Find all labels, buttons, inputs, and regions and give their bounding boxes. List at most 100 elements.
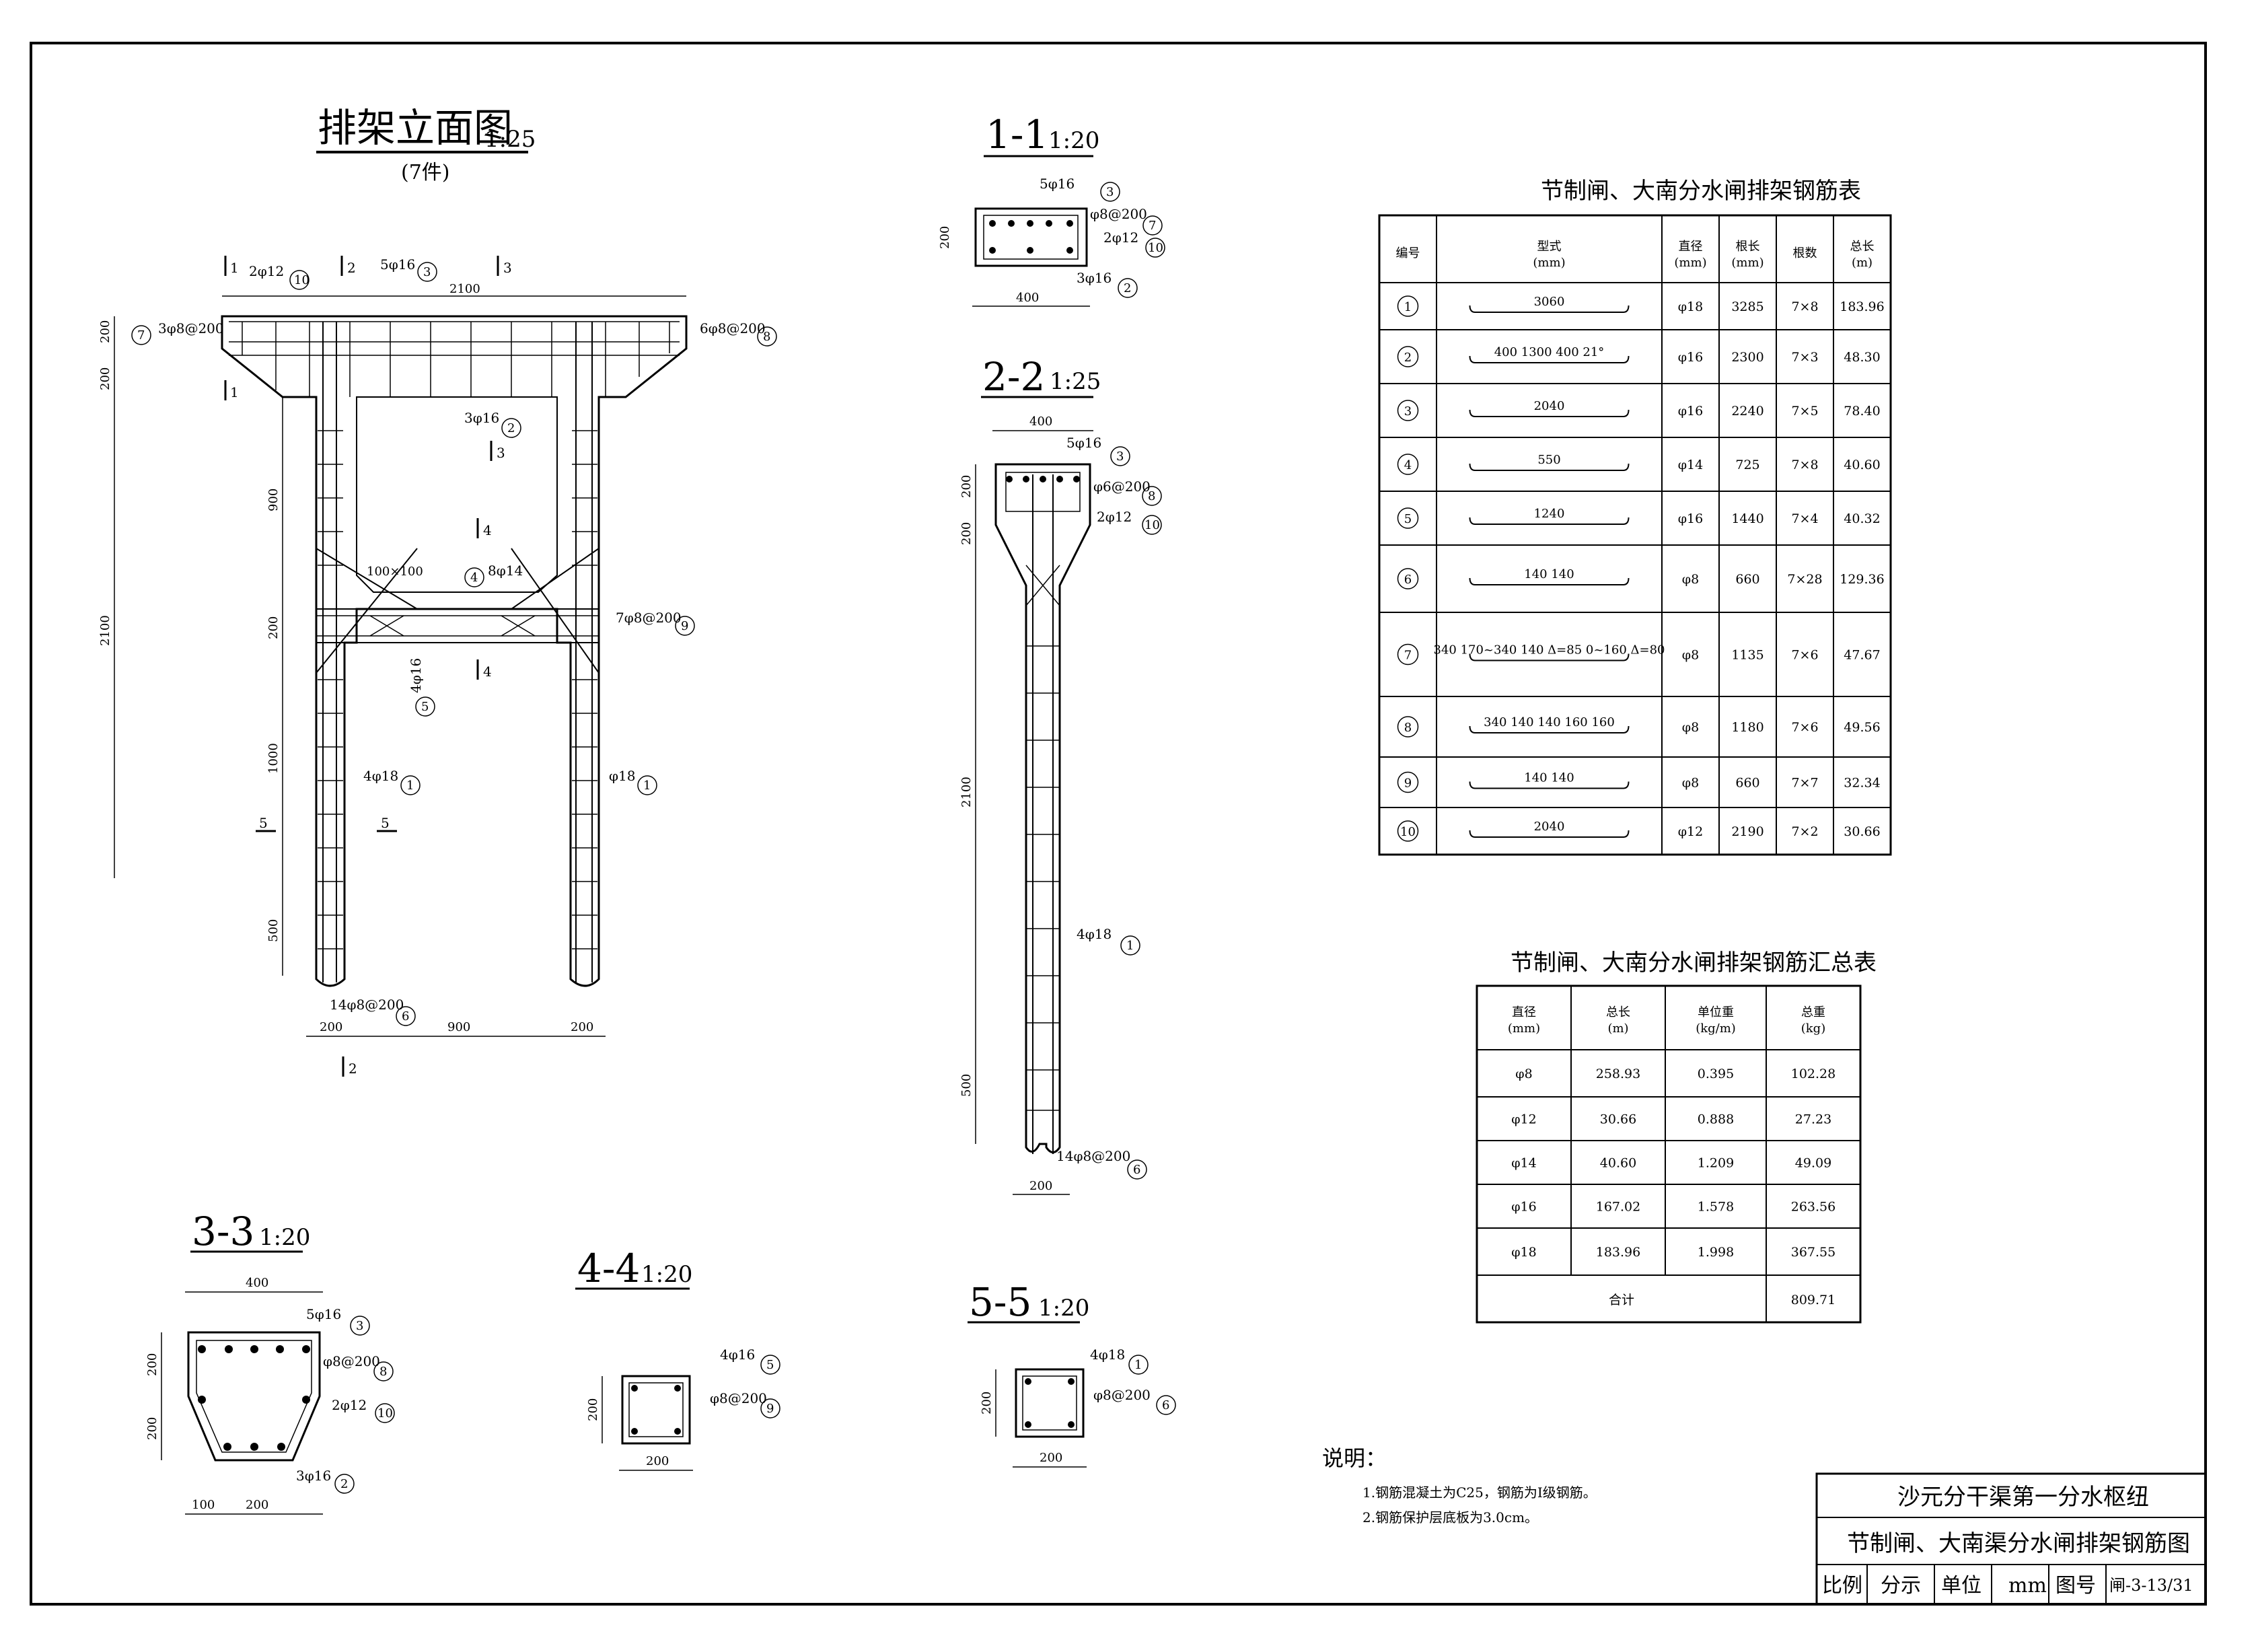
svg-text:1:20: 1:20 [259,1224,310,1251]
rebar-no: 10 [1400,825,1416,839]
svg-text:200: 200 [98,367,112,390]
rebar-header-3: 根长(mm) [1731,240,1764,270]
svg-text:1000: 1000 [266,743,281,774]
rebar-len: 2240 [1731,404,1764,419]
svg-text:200: 200 [246,1498,268,1512]
svg-text:5: 5 [381,815,390,831]
svg-text:200: 200 [1040,1451,1062,1465]
rebar-no: 3 [1404,404,1412,419]
project-name: 沙元分干渠第一分水枢纽 [1897,1484,2149,1511]
svg-text:900: 900 [266,489,281,511]
note-2: 2.钢筋保护层底板为3.0cm。 [1362,1509,1538,1525]
svg-text:4φ18: 4φ18 [1077,926,1112,942]
svg-text:500: 500 [959,1074,974,1097]
rebar-total: 32.34 [1844,776,1880,791]
rebar-shape: 3060 [1534,295,1565,309]
svg-text:6: 6 [402,1009,409,1023]
svg-text:5φ16: 5φ16 [1040,176,1075,192]
svg-text:400: 400 [246,1276,268,1290]
summary-header-0: 直径(mm) [1508,1005,1540,1036]
rebar-shape: 340 140 140 160 160 [1484,715,1615,729]
section-1-1: 1-1 1:20 200 400 5φ16 3 φ8@200 7 2φ12 10… [938,112,1165,307]
svg-text:3φ16: 3φ16 [296,1468,331,1484]
rebar-dia: φ8 [1682,776,1699,791]
svg-text:mm: mm [2008,1574,2047,1597]
svg-text:7: 7 [1149,219,1156,233]
svg-text:200: 200 [98,320,112,343]
svg-text:7φ8@200: 7φ8@200 [616,610,682,626]
column-stirrups [318,430,597,949]
rebar-dia: φ8 [1682,720,1699,735]
summary-sum-label: 合计 [1609,1293,1634,1307]
svg-text:2φ12: 2φ12 [1097,509,1132,525]
summary-dia: φ8 [1515,1067,1532,1081]
summary-total-weight: 263.56 [1791,1200,1835,1215]
summary-unit-weight: 0.395 [1698,1067,1734,1081]
rebar-shape: 140 140 [1524,567,1574,581]
summary-sum-value: 809.71 [1791,1293,1835,1307]
svg-text:400: 400 [1029,415,1052,429]
svg-text:200: 200 [586,1398,600,1421]
svg-text:8: 8 [1148,489,1155,503]
svg-text:3: 3 [356,1319,363,1333]
summary-unit-weight: 1.209 [1698,1156,1734,1171]
svg-text:1: 1 [1126,939,1134,953]
svg-text:10: 10 [1144,518,1160,532]
rebar-count: 7×5 [1791,404,1818,419]
svg-text:5φ16: 5φ16 [1066,435,1101,451]
svg-text:2100: 2100 [959,777,974,807]
rebar-no: 4 [1404,458,1412,472]
summary-unit-weight: 1.998 [1698,1245,1734,1260]
rebar-count: 7×6 [1791,648,1818,663]
rebar-len: 1135 [1731,648,1764,663]
svg-text:单位: 单位 [1941,1574,1982,1597]
summary-dia: φ18 [1511,1245,1536,1260]
svg-text:4φ16: 4φ16 [408,658,424,693]
svg-text:6φ8@200: 6φ8@200 [700,320,766,336]
drawing-name: 节制闸、大南渠分水闸排架钢筋图 [1847,1530,2190,1557]
frame-outline [221,315,688,987]
svg-text:3φ16: 3φ16 [464,410,499,426]
rebar-count: 7×8 [1791,458,1818,472]
svg-text:8φ14: 8φ14 [488,563,523,579]
rebar-dia: φ8 [1682,648,1699,663]
svg-text:φ6@200: φ6@200 [1093,478,1151,495]
svg-text:200: 200 [646,1454,669,1468]
rebar-shape: 2040 [1534,399,1565,413]
svg-text:14φ8@200: 14φ8@200 [1056,1148,1130,1164]
sec-5-5-title: 5-5 [969,1279,1031,1325]
svg-text:8: 8 [763,330,770,344]
elevation-title: 排架立面图 [318,105,513,151]
svg-text:200: 200 [320,1020,342,1034]
rebar-len: 2190 [1731,824,1764,839]
rebar-header-5: 总长(m) [1850,240,1875,270]
svg-text:3: 3 [1106,185,1114,199]
svg-text:10: 10 [1148,241,1163,255]
rebar-len: 660 [1735,776,1759,791]
summary-total-len: 167.02 [1596,1200,1640,1215]
dim-overall-width: 2100 [449,282,480,296]
svg-text:2φ12: 2φ12 [249,263,284,279]
rebar-shape: 2040 [1534,820,1565,834]
svg-text:2φ12: 2φ12 [1103,229,1138,246]
rebar-header-4: 根数 [1793,246,1817,260]
rebar-count: 7×6 [1791,720,1818,735]
svg-text:5φ16: 5φ16 [306,1306,341,1322]
rebar-table: 节制闸、大南分水闸排架钢筋表 编号型式(mm)直径(mm)根长(mm)根数总长(… [1378,178,1892,856]
svg-text:2: 2 [1124,281,1131,295]
rebar-count: 7×8 [1791,299,1818,314]
rebar-len: 1180 [1731,720,1764,735]
section-5-5: 5-5 1:20 200 200 4φ18 1 φ8@200 6 [968,1279,1176,1468]
svg-text:1:20: 1:20 [641,1261,692,1288]
sec-1-1-title: 1-1 [986,112,1048,157]
summary-dia: φ14 [1511,1156,1536,1171]
svg-text:φ8@200: φ8@200 [710,1390,767,1406]
svg-text:5: 5 [259,815,268,831]
title-block: 沙元分干渠第一分水枢纽 节制闸、大南渠分水闸排架钢筋图 比例 分示 单位 mm … [1815,1472,2207,1606]
svg-text:1:20: 1:20 [1038,1295,1089,1322]
svg-text:9: 9 [681,619,688,633]
summary-total-weight: 102.28 [1791,1067,1835,1081]
svg-text:3φ16: 3φ16 [1077,270,1112,286]
elevation-subtitle: (7件) [401,161,450,184]
